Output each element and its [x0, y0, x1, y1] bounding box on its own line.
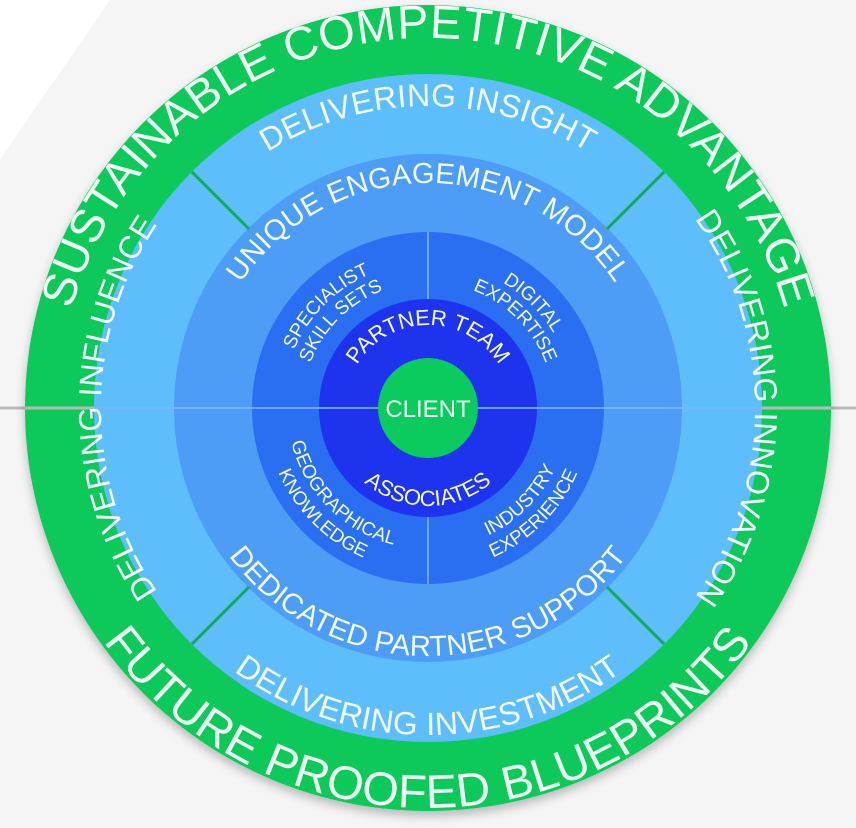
divider-ne	[605, 170, 666, 231]
delivering-dividers	[190, 170, 666, 646]
client-label: CLIENT	[385, 396, 471, 423]
divider-nw	[190, 170, 251, 231]
divider-sw	[190, 585, 251, 646]
divider-se	[605, 585, 666, 646]
client-circle	[378, 358, 478, 458]
